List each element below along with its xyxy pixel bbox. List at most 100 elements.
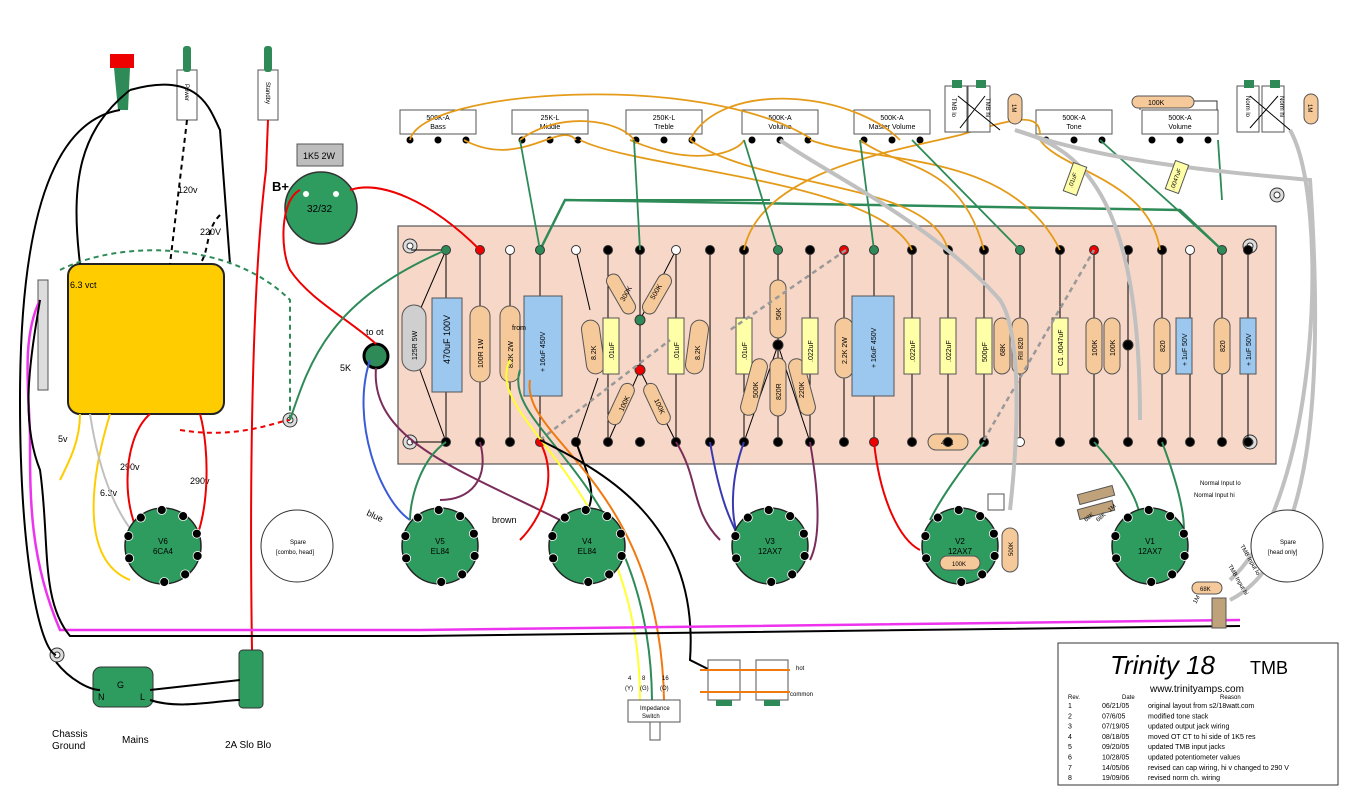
cap-022-a	[801, 317, 819, 375]
svg-text:TMB: TMB	[1250, 658, 1288, 678]
svg-text:68K: 68K	[1200, 587, 1211, 593]
turret-bottom	[505, 437, 515, 447]
svg-text:RII 820: RII 820	[1018, 337, 1025, 360]
svg-text:820: 820	[1160, 340, 1167, 352]
turret-top	[1243, 245, 1253, 255]
turret-top	[505, 245, 515, 255]
cap-500pf	[975, 317, 993, 375]
pot-value: 500K-A	[1168, 115, 1192, 122]
rev-date: 10/28/05	[1102, 755, 1129, 762]
svg-text:.022uF: .022uF	[946, 340, 953, 362]
blue-label: blue	[365, 508, 385, 524]
rev-date: 14/05/06	[1102, 765, 1129, 772]
res-68k	[993, 317, 1011, 375]
tube-type: 12AX7	[758, 547, 783, 556]
svg-text:C1 .0047uF: C1 .0047uF	[1058, 329, 1065, 366]
svg-text:820R: 820R	[776, 383, 783, 400]
svg-text:Date: Date	[1122, 695, 1135, 701]
res-100k-tone	[1131, 95, 1195, 109]
pots-row[interactable]: 500K-ABass25K-LMiddle250K-LTreble500K-AV…	[399, 109, 1219, 144]
rev-reason: updated TMB input jacks	[1148, 744, 1225, 751]
impedance-switch[interactable]: Impedance Switch 4 8 16 (Y) (G) (O)	[625, 676, 681, 741]
rev-date: 06/21/05	[1102, 703, 1129, 710]
v1-parts: 68K 68K 1M 68K 1M	[1076, 484, 1227, 629]
svg-text:120v: 120v	[178, 185, 198, 195]
pot-name: Tone	[1066, 124, 1081, 131]
svg-text:G: G	[117, 680, 124, 690]
svg-text:100K: 100K	[1148, 100, 1165, 107]
pot-name: Middle	[540, 124, 561, 131]
svg-text:125R 5W: 125R 5W	[412, 330, 419, 360]
svg-text:Norm hi: Norm hi	[1278, 96, 1284, 117]
svg-text:8.2K 2W: 8.2K 2W	[508, 341, 515, 368]
input-jacks[interactable]: TMB lo TMB hi 1M Norm lo Norm hi 1M	[944, 80, 1319, 133]
res-100r	[469, 305, 491, 383]
cap-01-b	[667, 317, 685, 375]
can-cap: 32/32	[284, 171, 358, 245]
mains-label: Mains	[122, 735, 149, 746]
cap-01-c	[735, 317, 753, 375]
svg-text:common: common	[790, 692, 813, 698]
v2-pot	[987, 493, 1005, 511]
spare-combo-socket: Spare [combo, head]	[260, 509, 334, 583]
tube-name: V4	[582, 537, 592, 546]
turret-bottom	[1243, 437, 1253, 447]
pot-value: 250K-L	[653, 115, 676, 122]
rev-number: 4	[1068, 734, 1072, 741]
turret-bottom	[635, 437, 645, 447]
standby-switch[interactable]: Standby	[257, 46, 279, 121]
svg-text:16: 16	[662, 676, 669, 682]
rev-number: 7	[1068, 765, 1072, 772]
turret-bottom	[907, 437, 917, 447]
svg-text:820: 820	[1220, 340, 1227, 352]
cap-16uf-b	[851, 295, 895, 397]
svg-text:(G): (G)	[640, 686, 649, 692]
svg-text:Power: Power	[183, 84, 189, 101]
cap-1uf-b	[1239, 317, 1257, 375]
svg-text:Impedance: Impedance	[640, 706, 670, 712]
rev-date: 07/19/05	[1102, 724, 1129, 731]
turret-bottom	[1123, 437, 1133, 447]
res-56k	[769, 279, 787, 339]
svg-text:hot: hot	[796, 666, 805, 672]
turret-bottom	[839, 437, 849, 447]
svg-text:Reason: Reason	[1220, 695, 1241, 701]
title-block: Trinity 18 TMB www.trinityamps.com Rev. …	[1057, 642, 1339, 786]
res-820-a	[1153, 317, 1171, 375]
pot-5[interactable]: 500K-A Tone	[1035, 109, 1113, 144]
cap-16uf-a	[523, 295, 563, 397]
cap-c1	[1051, 317, 1069, 375]
svg-text:500pF: 500pF	[982, 342, 989, 362]
svg-text:TMB lo: TMB lo	[950, 98, 956, 118]
svg-text:Spare: Spare	[290, 540, 307, 546]
svg-text:1M: 1M	[1306, 104, 1312, 112]
turret-bottom	[603, 437, 613, 447]
output-jacks[interactable]: hot common	[700, 659, 813, 706]
svg-text:TMB hi: TMB hi	[984, 98, 990, 117]
svg-text:6.3v: 6.3v	[100, 488, 118, 498]
svg-text:.022uF: .022uF	[910, 340, 917, 362]
svg-text:N: N	[98, 692, 105, 702]
turrets	[441, 245, 1253, 447]
svg-text:[combo, head]: [combo, head]	[276, 550, 314, 556]
res-125r-5w	[401, 304, 427, 372]
pot-value: 500K-A	[1062, 115, 1086, 122]
tube-name: V3	[765, 537, 775, 546]
power-switch[interactable]: Power	[176, 46, 198, 121]
svg-text:68K: 68K	[1083, 512, 1095, 523]
tube-type: EL84	[578, 547, 597, 556]
rev-number: 1	[1068, 703, 1072, 710]
wiring	[18, 83, 1185, 701]
